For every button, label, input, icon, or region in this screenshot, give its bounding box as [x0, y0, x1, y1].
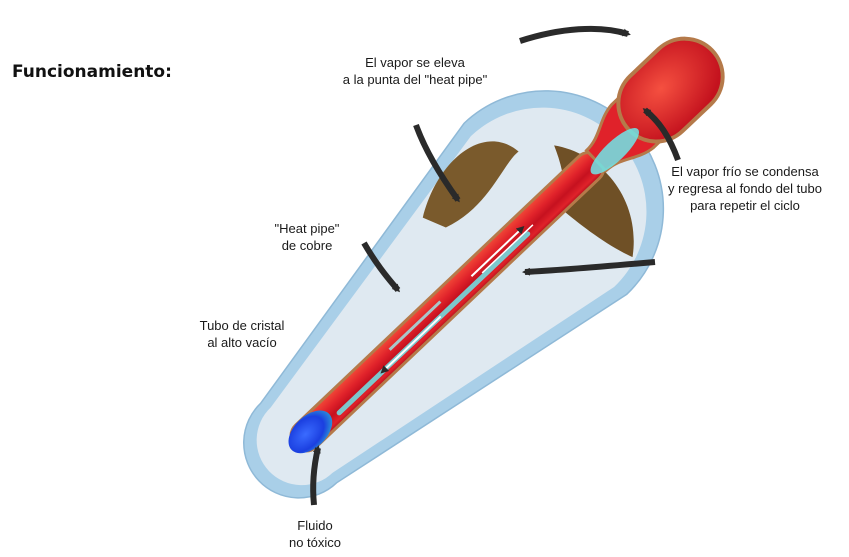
label-vapor-rises: El vapor se eleva a la punta del "heat p…	[330, 54, 500, 88]
label-heat-pipe: "Heat pipe" de cobre	[262, 220, 352, 254]
page-title: Funcionamiento:	[12, 62, 172, 82]
label-cold-vapor: El vapor frío se condensa y regresa al f…	[640, 163, 849, 214]
label-fluid: Fluido no tóxico	[270, 517, 360, 551]
label-glass-tube: Tubo de cristal al alto vacío	[182, 317, 302, 351]
arrow-vapor-top	[520, 29, 628, 41]
